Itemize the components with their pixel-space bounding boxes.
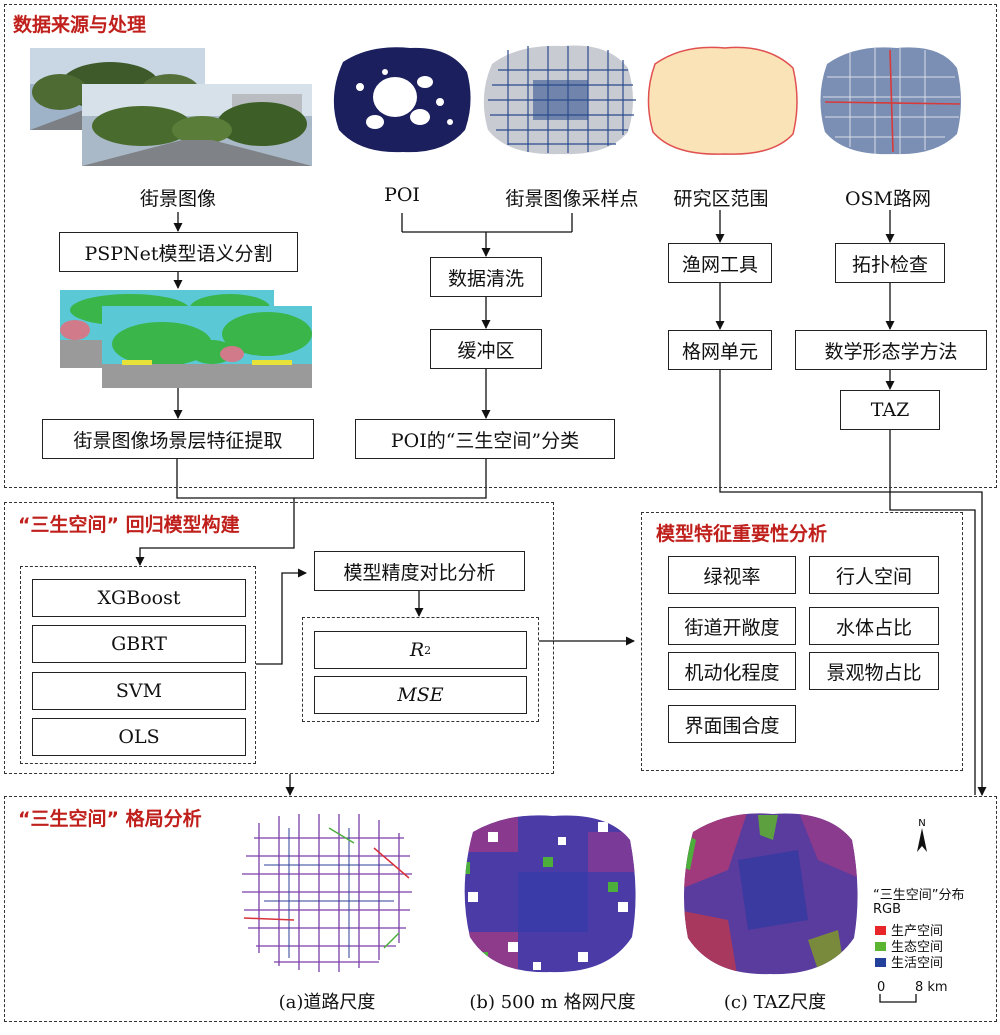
box-fishnet: 渔网工具: [668, 243, 772, 283]
map-road-scale: [242, 813, 412, 973]
scale-bar-start: 0: [877, 980, 886, 995]
model-list-group: [20, 566, 256, 764]
caption-grid-scale: (b) 500 m 格网尺度: [469, 992, 636, 1013]
panel-regression: [4, 502, 554, 774]
panel-importance: [641, 512, 963, 771]
panel-title-data-source: 数据来源与处理: [13, 14, 147, 36]
panel-title-regression: “三生空间” 回归模型构建: [18, 514, 240, 536]
street-view-photo-front: [82, 84, 312, 166]
panel-data-source: [4, 4, 997, 488]
sample-points-map: [483, 45, 636, 155]
model-svm: SVM: [32, 672, 246, 710]
legend-subtitle: RGB: [873, 902, 902, 917]
feature-enclosure: 界面围合度: [668, 705, 796, 743]
north-arrow-icon: N: [917, 818, 927, 852]
panel-title-pattern: “三生空间” 格局分析: [18, 808, 202, 830]
map-grid-scale: [464, 815, 636, 973]
legend-title: “三生空间”分布: [873, 888, 965, 903]
panel-pattern: [4, 796, 997, 1022]
caption-road-scale: (a)道路尺度: [278, 992, 376, 1013]
box-buffer: 缓冲区: [430, 329, 542, 369]
box-poi-classification: POI的“三生空间”分类: [355, 419, 615, 459]
label-study-area: 研究区范围: [673, 188, 769, 210]
study-area-map: [647, 46, 798, 155]
segmentation-image-front: [102, 306, 312, 388]
legend-swatch-ecology: [875, 942, 886, 951]
feature-green-view: 绿视率: [668, 556, 796, 594]
label-osm: OSM路网: [844, 188, 932, 210]
box-data-cleaning: 数据清洗: [430, 257, 542, 297]
panel-title-importance: 模型特征重要性分析: [656, 523, 828, 545]
legend-swatch-living: [875, 958, 886, 967]
metrics-group: [302, 617, 539, 722]
box-morphology: 数学形态学方法: [795, 330, 987, 370]
scale-bar: [879, 994, 917, 1003]
model-xgboost: XGBoost: [32, 579, 246, 617]
feature-pedestrian-space: 行人空间: [809, 556, 939, 594]
poi-map: [333, 47, 471, 153]
label-street-view: 街景图像: [139, 188, 216, 210]
map-taz-scale: [684, 813, 858, 975]
legend-label-living: 生活空间: [891, 956, 944, 971]
box-landscape-feature: 街景图像场景层特征提取: [42, 419, 314, 459]
model-ols: OLS: [32, 718, 246, 756]
box-accuracy-comparison: 模型精度对比分析: [314, 551, 525, 591]
north-letter: N: [918, 818, 925, 829]
feature-water-ratio: 水体占比: [809, 607, 939, 645]
legend-label-production: 生产空间: [891, 924, 944, 939]
box-grid-unit: 格网单元: [668, 330, 772, 370]
label-sample-points: 街景图像采样点: [505, 188, 639, 210]
feature-motorization: 机动化程度: [668, 652, 796, 690]
label-poi: POI: [384, 184, 420, 206]
metric-r2-text: R: [409, 639, 425, 661]
scale-bar-end: 8 km: [915, 980, 948, 995]
feature-street-openness: 街道开敞度: [668, 607, 796, 645]
metric-mse: MSE: [314, 676, 527, 714]
feature-landscape-ratio: 景观物占比: [809, 652, 939, 690]
osm-map: [820, 47, 961, 155]
legend-label-ecology: 生态空间: [891, 940, 944, 955]
box-pspnet: PSPNet模型语义分割: [59, 232, 298, 272]
caption-taz-scale: (c) TAZ尺度: [723, 992, 827, 1013]
box-topology-check: 拓扑检查: [835, 243, 945, 283]
metric-r2-superscript: 2: [424, 643, 432, 657]
box-taz: TAZ: [840, 390, 940, 430]
model-gbrt: GBRT: [32, 625, 246, 663]
legend-swatch-production: [875, 926, 886, 935]
